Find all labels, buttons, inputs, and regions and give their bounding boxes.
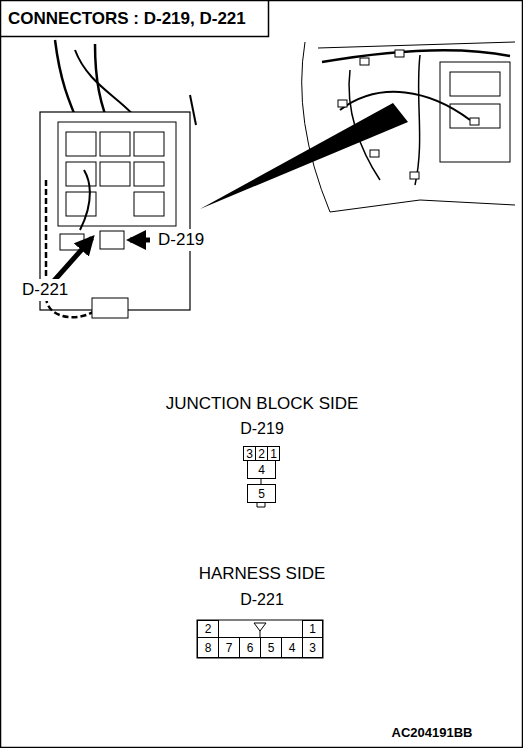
pin-cell: 5: [260, 637, 282, 658]
wire-harness: [415, 55, 420, 185]
wire-harness: [322, 50, 510, 62]
pin-cell: 6: [239, 637, 261, 658]
location-pointer: [200, 103, 408, 209]
dash-outline: [330, 200, 515, 212]
pin-number: 5: [268, 642, 275, 654]
view-label: D-219: [240, 420, 284, 438]
harness-connector: [370, 150, 379, 157]
pin-cell: 8: [197, 637, 219, 658]
harness-connector: [395, 50, 404, 57]
pin-number: 1: [309, 623, 316, 635]
pin-cell: 3: [302, 637, 323, 658]
title: CONNECTORS : D-219, D-221: [8, 9, 246, 29]
wire: [190, 95, 196, 125]
pin-cell: 1: [302, 620, 323, 638]
relay: [100, 162, 130, 186]
relay: [66, 192, 96, 216]
pin-cell: 5: [247, 484, 276, 503]
pin-number: 2: [205, 623, 212, 635]
harness-connector: [338, 100, 347, 107]
harness-connector: [470, 118, 479, 125]
pin-number: 2: [258, 448, 265, 460]
key-mark: [254, 623, 266, 631]
leader-arrow: [52, 238, 92, 283]
pin-cell: 4: [281, 637, 303, 658]
pin-cell: 2: [197, 620, 219, 638]
pin-number: 3: [246, 448, 253, 460]
dash-outline: [302, 42, 330, 212]
center-stack: [440, 62, 510, 162]
wire-harness: [340, 92, 470, 120]
center-stack: [450, 104, 500, 128]
connector-d219: [100, 231, 124, 249]
connector-callout: D-221: [20, 279, 70, 301]
relay: [66, 162, 96, 186]
pin-number: 7: [226, 642, 233, 654]
center-stack: [450, 72, 500, 96]
relay-area: [58, 122, 176, 226]
pin-cell: 7: [218, 637, 240, 658]
pin-number: 4: [258, 464, 265, 476]
pin-number: 3: [309, 642, 316, 654]
pin-cell: 4: [247, 460, 276, 479]
relay: [100, 132, 130, 156]
relay: [66, 132, 96, 156]
title-frame: [1, 1, 269, 37]
view-label: JUNCTION BLOCK SIDE: [166, 394, 359, 414]
view-label: HARNESS SIDE: [199, 564, 326, 584]
dash-outline: [318, 42, 515, 48]
pin-number: 4: [289, 642, 296, 654]
pin-number: 6: [247, 642, 254, 654]
harness-connector: [410, 172, 419, 179]
pin-number: 5: [258, 488, 265, 500]
leader-arrow: [130, 238, 150, 243]
bottom-connector: [92, 298, 128, 318]
relay: [134, 132, 164, 156]
pin-number: 1: [270, 448, 277, 460]
view-label: D-221: [240, 591, 284, 609]
pin-cell: 1: [267, 446, 280, 461]
relay: [134, 162, 164, 186]
figure-code: AC204191BB: [392, 726, 473, 741]
connector-callout: D-219: [156, 229, 206, 251]
relay: [134, 192, 164, 216]
connector-outline: [197, 620, 323, 658]
harness-connector: [360, 58, 369, 65]
wire: [80, 170, 90, 230]
pin-number: 8: [205, 642, 212, 654]
